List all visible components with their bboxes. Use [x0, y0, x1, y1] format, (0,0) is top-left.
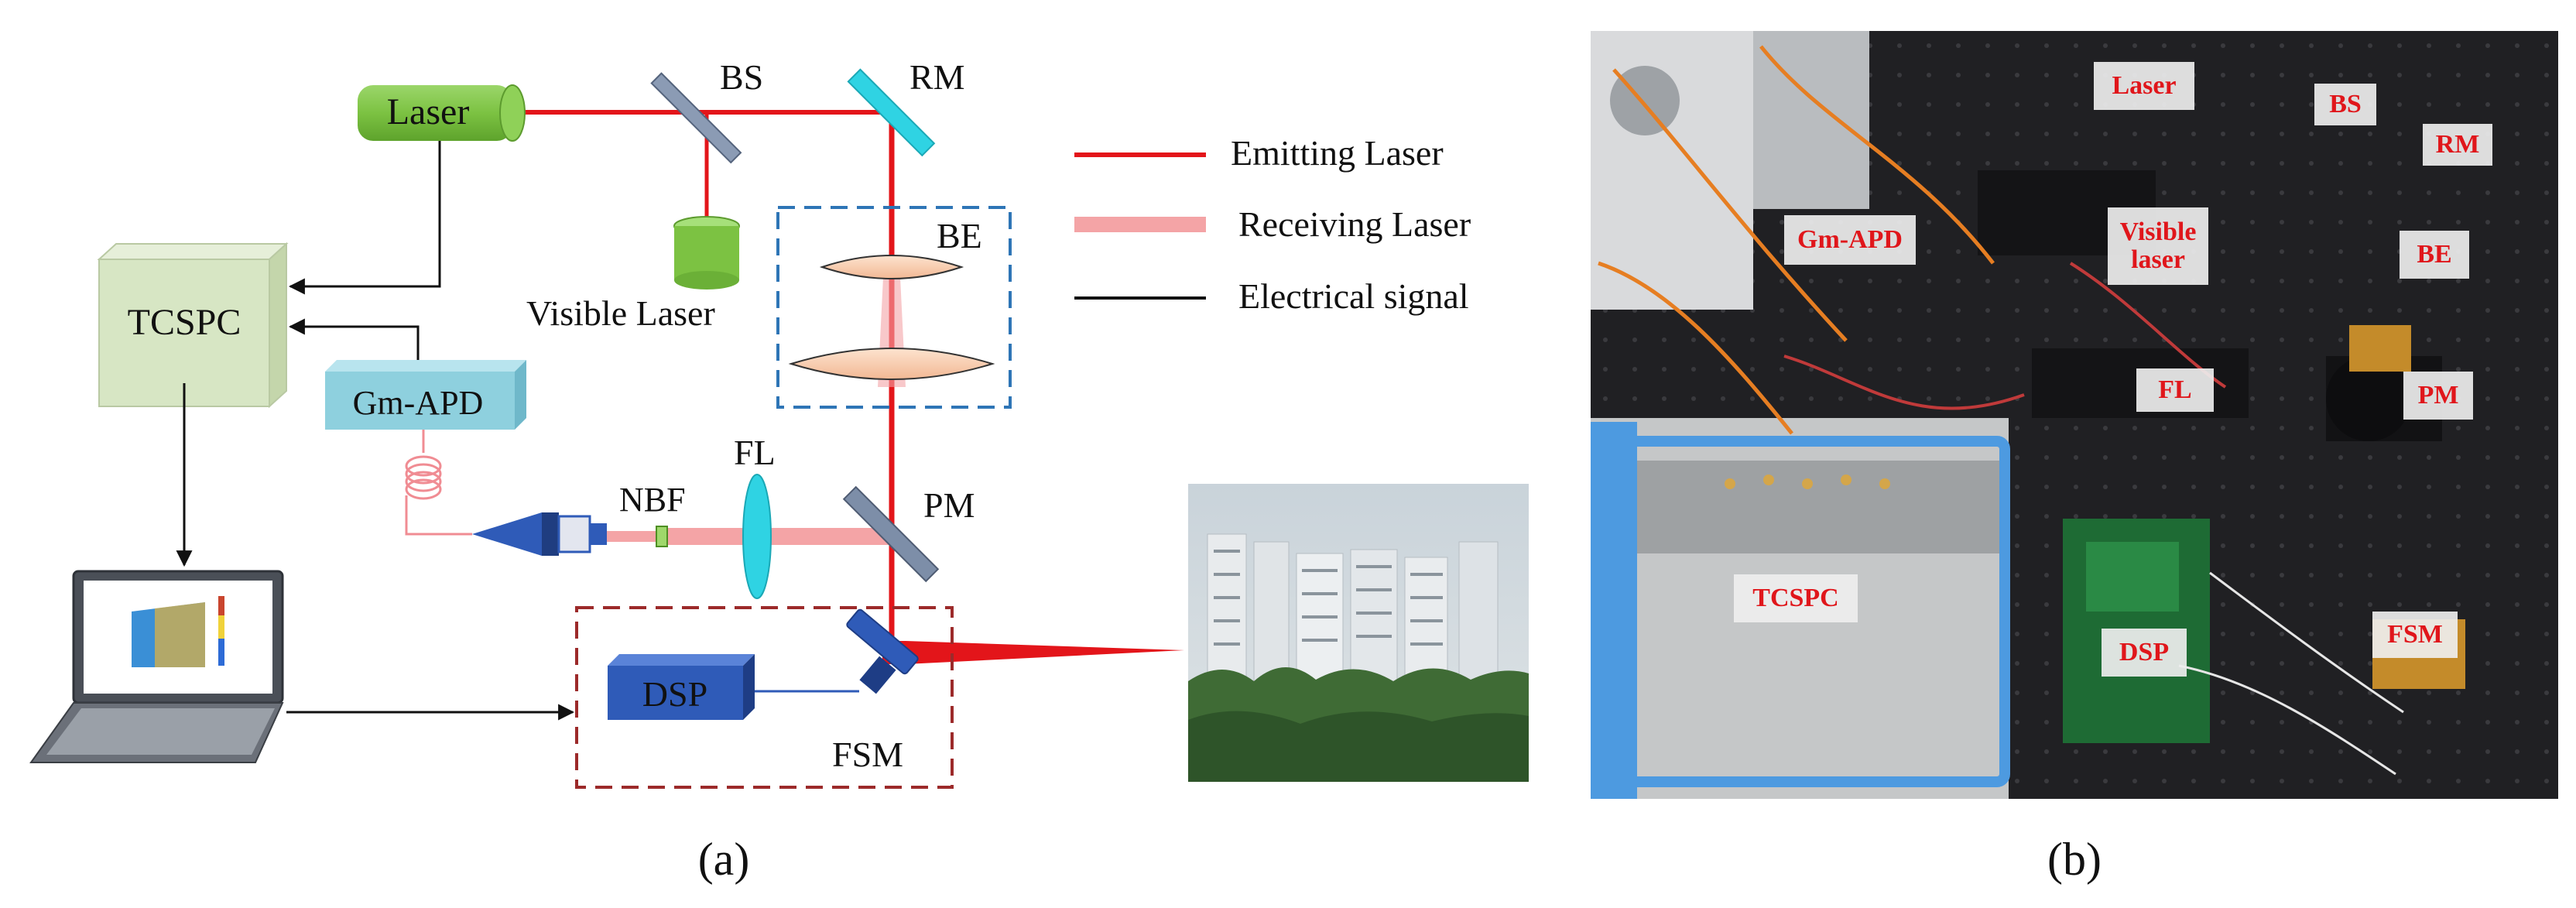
rm-label: RM [909, 57, 965, 97]
beam-expander: BE [776, 206, 1012, 409]
pm-label: PM [923, 485, 975, 525]
nbf-label: NBF [619, 481, 686, 519]
be-label: BE [937, 216, 982, 255]
tag-laser: Laser [2094, 62, 2194, 110]
laptop-icon [29, 570, 284, 763]
detector-head [472, 512, 607, 556]
legend-label-emitting: Emitting Laser [1231, 133, 1444, 173]
dsp-label: DSP [642, 674, 707, 714]
perforated-mirror: PM [842, 485, 975, 583]
focusing-lens: FL [734, 433, 776, 599]
emitting-beams [520, 110, 1184, 664]
legend-label-electrical: Electrical signal [1238, 276, 1469, 316]
tag-visible-laser: Visible laser [2108, 207, 2208, 285]
tag-pm: PM [2403, 372, 2473, 420]
tag-tcspc: TCSPC [1734, 574, 1858, 622]
laser-module: Laser [358, 84, 526, 142]
tag-bs: BS [2314, 84, 2376, 125]
visible-laser-module: Visible Laser [526, 216, 740, 333]
caption-a: (a) [698, 834, 750, 885]
beam-splitter: BS [650, 57, 763, 164]
gm-apd-label: Gm-APD [353, 384, 484, 422]
tag-fl: FL [2136, 368, 2214, 412]
laser-label: Laser [387, 91, 470, 132]
beam-out [906, 641, 1184, 664]
tcspc-module: TCSPC [97, 242, 289, 409]
reflect-mirror: RM [847, 57, 965, 157]
tag-be: BE [2400, 231, 2469, 279]
legend: Emitting Laser Receiving Laser Electrica… [1074, 133, 1471, 316]
wire-laser-to-tcspc [288, 141, 441, 295]
fl-label: FL [734, 433, 776, 472]
electrical-signals [176, 141, 575, 721]
dsp-box: DSP [608, 654, 755, 720]
hardware-photo: Laser BS RM Gm-APD Visible laser BE FL P… [1591, 31, 2558, 799]
tag-rm: RM [2423, 124, 2492, 166]
receive-beam-fl-to-nbf [596, 531, 670, 542]
wire-apd-to-tcspc [288, 318, 420, 360]
fsm-mirror [846, 608, 919, 694]
bs-label: BS [720, 57, 763, 97]
caption-b: (b) [2047, 834, 2102, 885]
fiber-coil [405, 430, 472, 536]
fsm-label: FSM [832, 735, 903, 774]
gm-apd-module: Gm-APD [325, 360, 526, 430]
visible-laser-label: Visible Laser [526, 293, 715, 333]
tag-dsp: DSP [2102, 629, 2187, 677]
narrow-band-filter: NBF [619, 481, 686, 547]
legend-swatch-receiving [1074, 217, 1206, 232]
tag-gm-apd: Gm-APD [1784, 215, 1916, 265]
target-scene-photo [1188, 484, 1529, 782]
fsm-region: DSP FSM [575, 606, 954, 789]
tcspc-label: TCSPC [128, 302, 242, 343]
legend-label-receiving: Receiving Laser [1238, 204, 1471, 244]
receive-beam-pm-to-fl [666, 528, 890, 545]
tag-fsm: FSM [2372, 612, 2458, 658]
